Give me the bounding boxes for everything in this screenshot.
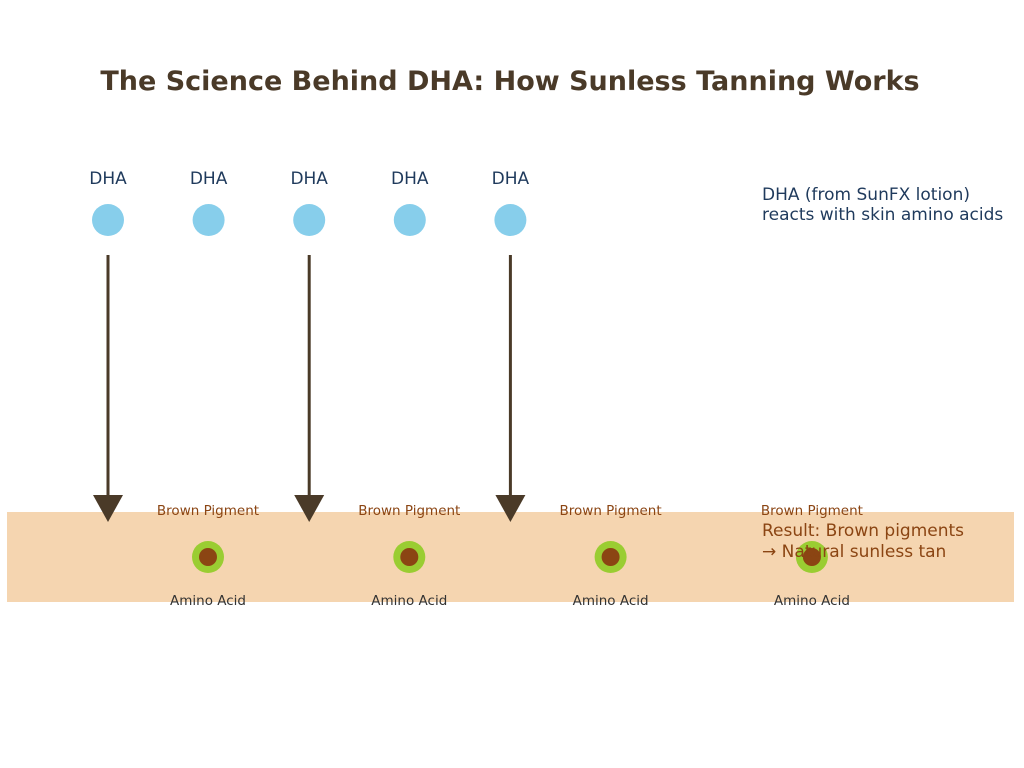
dha-molecule xyxy=(192,204,225,236)
brown-pigment-core xyxy=(802,548,821,566)
dha-label: DHA xyxy=(89,169,127,189)
dha-molecule xyxy=(92,204,124,236)
reaction-note: DHA (from SunFX lotion) reacts with skin… xyxy=(762,185,1003,225)
amino-acid-label: Amino Acid xyxy=(170,593,246,609)
dha-label: DHA xyxy=(290,169,328,189)
dha-label: DHA xyxy=(190,169,228,189)
brown-pigment-label: Brown Pigment xyxy=(358,503,460,519)
result-note-line1: Result: Brown pigments xyxy=(762,521,964,541)
dha-molecule xyxy=(494,204,527,236)
dha-molecule xyxy=(293,204,326,236)
dha-label: DHA xyxy=(492,169,530,189)
brown-pigment-label: Brown Pigment xyxy=(157,503,259,519)
amino-acid-label: Amino Acid xyxy=(573,593,649,609)
reaction-arrow-head xyxy=(294,495,325,522)
dha-label: DHA xyxy=(391,169,429,189)
amino-acid-label: Amino Acid xyxy=(371,593,447,609)
brown-pigment-core xyxy=(601,548,620,566)
amino-acid-label: Amino Acid xyxy=(774,593,850,609)
dha-molecules: DHA DHA DHA DHA DHA xyxy=(89,169,530,236)
brown-pigment-core xyxy=(400,548,419,566)
reaction-arrow-head xyxy=(93,495,123,522)
result-note: Result: Brown pigments → Natural sunless… xyxy=(762,521,969,562)
brown-pigment-core xyxy=(199,548,217,566)
skin-layer xyxy=(7,512,1014,602)
brown-pigment-label: Brown Pigment xyxy=(560,503,662,519)
arrows-layer xyxy=(93,255,526,522)
reaction-arrow-head xyxy=(495,495,526,522)
reaction-note-line2: reacts with skin amino acids xyxy=(762,205,1003,225)
diagram-title: The Science Behind DHA: How Sunless Tann… xyxy=(100,66,919,97)
dha-molecule xyxy=(393,204,426,236)
brown-pigment-label: Brown Pigment xyxy=(761,503,863,519)
reaction-note-line1: DHA (from SunFX lotion) xyxy=(762,185,970,205)
result-note-line2: → Natural sunless tan xyxy=(762,542,946,562)
